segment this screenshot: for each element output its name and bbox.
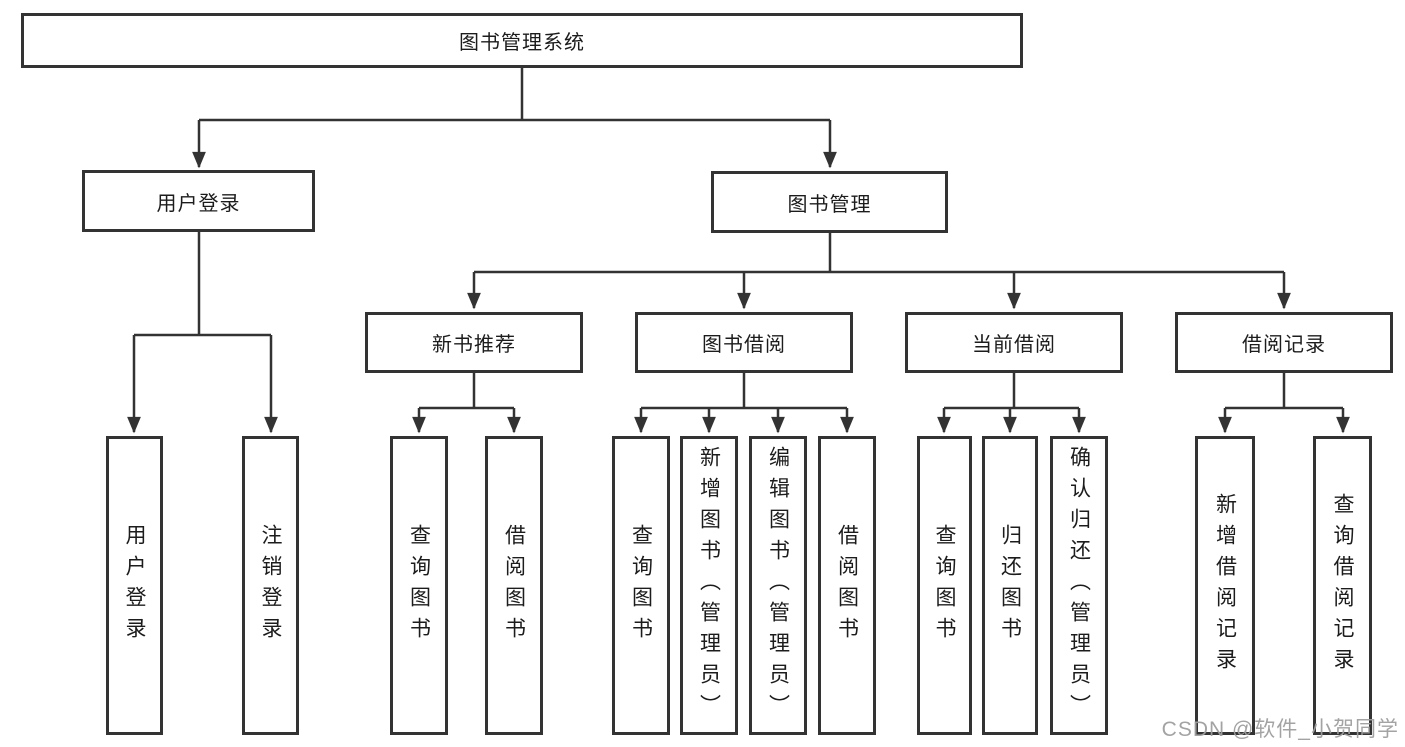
node-leaf-edit-books-admin: 编辑图书（管理员）: [749, 436, 807, 735]
node-leaf-confirm-return-admin: 确认归还（管理员）: [1050, 436, 1108, 735]
node-root-library-management-system: 图书管理系统: [21, 13, 1023, 68]
node-book-management: 图书管理: [711, 171, 948, 233]
node-leaf-borrow-books-1: 借阅图书: [485, 436, 543, 735]
node-leaf-return-books: 归还图书: [982, 436, 1038, 735]
node-leaf-logout: 注销登录: [242, 436, 299, 735]
edge-root-to-level1: [192, 68, 837, 169]
leaf-label: 查询借阅记录: [1331, 492, 1354, 679]
edge-book-borrow-children: [634, 373, 854, 434]
edge-user-login-children: [127, 232, 278, 434]
node-leaf-query-books-3: 查询图书: [917, 436, 972, 735]
leaf-label: 注销登录: [259, 523, 282, 648]
node-new-book-recommend: 新书推荐: [365, 312, 583, 373]
node-user-login: 用户登录: [82, 170, 315, 232]
leaf-label: 新增图书（管理员）: [697, 446, 721, 725]
edge-borrow-records-children: [1218, 373, 1350, 434]
node-current-borrow: 当前借阅: [905, 312, 1123, 373]
leaf-label: 借阅图书: [835, 523, 859, 648]
node-leaf-user-login: 用户登录: [106, 436, 163, 735]
leaf-label: 查询图书: [933, 523, 956, 648]
leaf-label: 确认归还（管理员）: [1067, 446, 1091, 725]
node-leaf-add-books-admin: 新增图书（管理员）: [680, 436, 738, 735]
node-leaf-borrow-books-2: 借阅图书: [818, 436, 876, 735]
edge-book-mgmt-children: [467, 233, 1291, 310]
node-borrow-records: 借阅记录: [1175, 312, 1393, 373]
leaf-label: 编辑图书（管理员）: [766, 446, 790, 725]
node-leaf-add-borrow-record: 新增借阅记录: [1195, 436, 1255, 735]
node-book-borrow: 图书借阅: [635, 312, 853, 373]
leaf-label: 查询图书: [629, 523, 653, 648]
leaf-label: 归还图书: [998, 523, 1022, 648]
leaf-label: 新增借阅记录: [1213, 492, 1237, 679]
node-leaf-query-books-2: 查询图书: [612, 436, 670, 735]
node-leaf-query-borrow-record: 查询借阅记录: [1313, 436, 1372, 735]
leaf-label: 查询图书: [407, 523, 431, 648]
leaf-label: 用户登录: [123, 523, 146, 648]
node-leaf-query-books-1: 查询图书: [390, 436, 448, 735]
leaf-label: 借阅图书: [502, 523, 526, 648]
edge-current-borrow-children: [937, 373, 1086, 434]
edge-new-book-children: [412, 373, 521, 434]
